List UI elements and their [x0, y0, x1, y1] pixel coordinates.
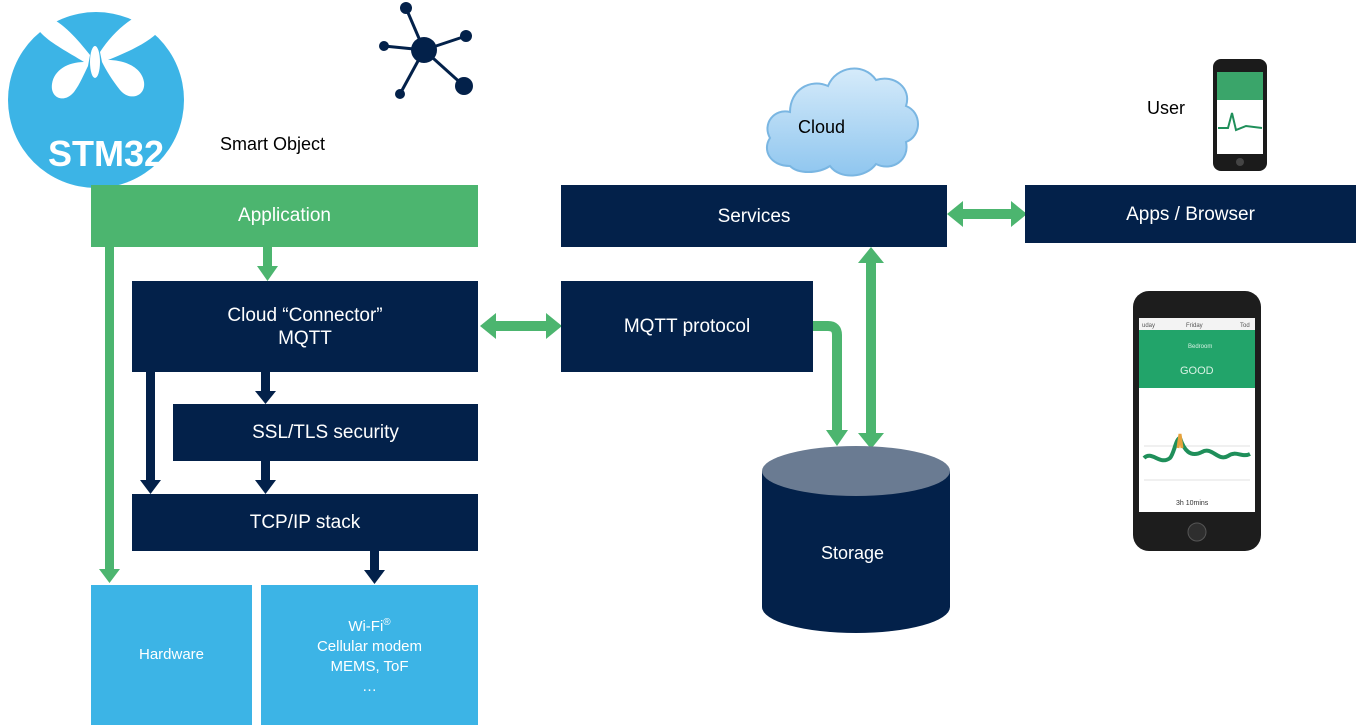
cloud-connector-label-line1: Cloud “Connector” — [227, 304, 383, 326]
hardware-label: Hardware — [138, 646, 205, 663]
phone-day: Friday — [1186, 323, 1203, 329]
tcp-ip-label: TCP/IP stack — [249, 512, 361, 533]
hardware-box: Hardware — [91, 585, 252, 725]
application-label: Application — [238, 205, 331, 226]
smart-object-label: Smart Object — [220, 134, 326, 154]
butterfly-icon — [35, 9, 166, 99]
arrow-ssl-to-tcp — [255, 461, 276, 494]
arrow-connector-to-tcp — [140, 372, 161, 494]
cellular-label: Cellular modem — [316, 638, 423, 655]
cloud-connector-label-line2: MQTT — [278, 327, 332, 349]
mems-tof-label: MEMS, ToF — [330, 658, 409, 675]
storage-label: Storage — [821, 543, 885, 563]
arrow-connector-mqtt-bidirectional — [480, 313, 562, 339]
arrow-tcp-to-wifi — [364, 551, 385, 584]
ssl-tls-box: SSL/TLS security — [173, 404, 478, 461]
mqtt-protocol-label: MQTT protocol — [623, 316, 751, 337]
phone-room: Bedroom — [1188, 344, 1212, 350]
arrow-connector-to-ssl — [255, 372, 276, 404]
stm32-logo-text: STM32 — [48, 133, 164, 174]
mqtt-protocol-box: MQTT protocol — [561, 281, 813, 372]
cloud-label: Cloud — [798, 117, 846, 137]
ssl-tls-label: SSL/TLS security — [252, 422, 399, 443]
stm32-logo: STM32 — [8, 9, 184, 188]
arrow-mqtt-to-storage — [813, 321, 848, 446]
cloud-icon — [765, 67, 919, 177]
wifi-label: Wi-Fi® — [348, 617, 391, 635]
phone-status: GOOD — [1180, 365, 1214, 377]
services-label: Services — [717, 205, 791, 227]
arrow-services-apps-bidirectional — [947, 201, 1027, 227]
network-icon — [379, 2, 473, 99]
cloud-connector-box: Cloud “Connector” MQTT — [132, 281, 478, 372]
ellipsis-label: … — [362, 678, 377, 695]
tcp-ip-box: TCP/IP stack — [132, 494, 478, 551]
phone-prev-day: uday — [1142, 323, 1155, 329]
arrow-application-to-connector — [257, 247, 278, 281]
application-box: Application — [91, 185, 478, 247]
storage-cylinder — [762, 446, 950, 633]
phone-next-day: Tod — [1240, 323, 1250, 329]
services-box: Services — [561, 185, 947, 247]
phone-duration: 3h 10mins — [1176, 500, 1209, 507]
user-label: User — [1147, 98, 1186, 118]
apps-browser-label: Apps / Browser — [1126, 203, 1255, 225]
small-phone-icon — [1213, 59, 1267, 171]
apps-browser-box: Apps / Browser — [1025, 185, 1356, 243]
registered-mark: ® — [383, 617, 391, 628]
large-phone-icon: uday Friday Tod Bedroom GOOD 3h 10mins — [1133, 291, 1261, 551]
arrow-storage-services-bidirectional — [858, 247, 884, 449]
arrow-application-to-hardware — [99, 247, 120, 583]
connectivity-box: Wi-Fi® Cellular modem MEMS, ToF … — [261, 585, 478, 725]
